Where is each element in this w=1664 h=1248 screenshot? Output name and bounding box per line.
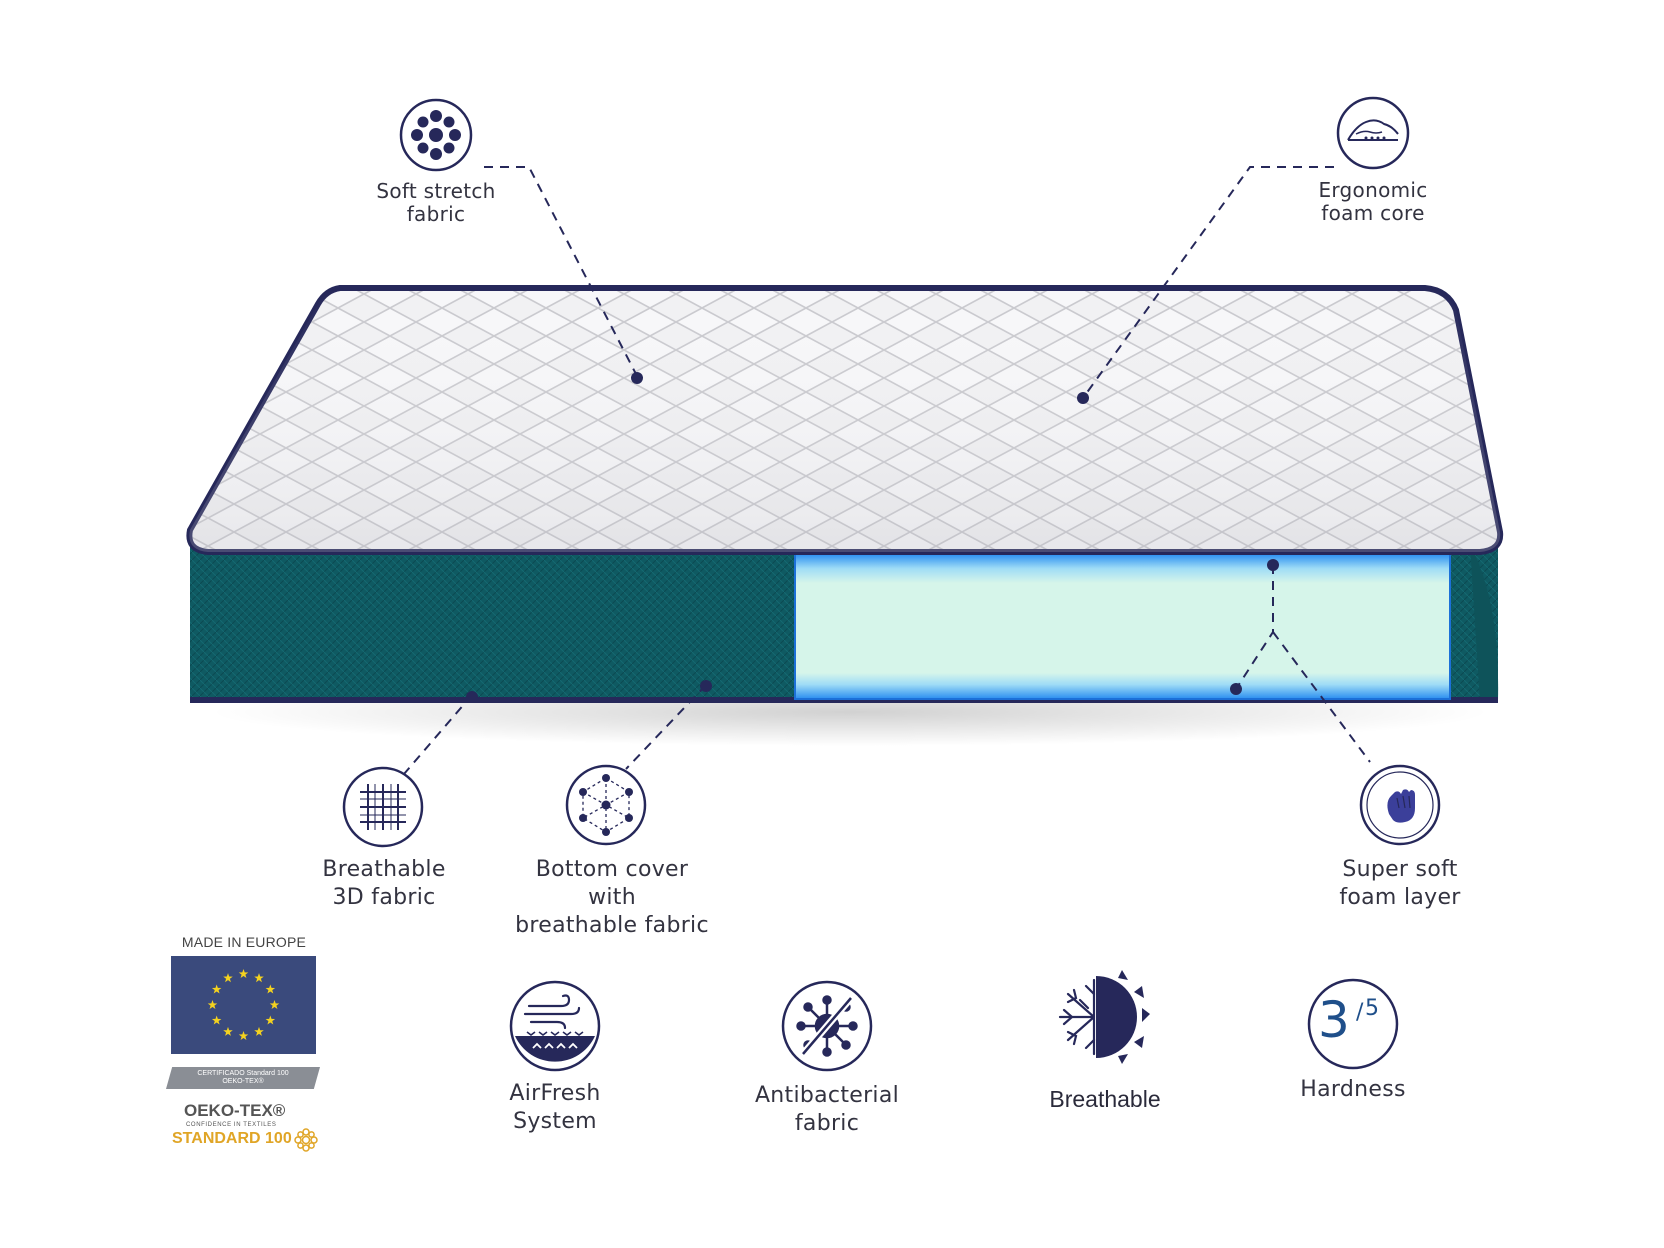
oeko-tex-tagline: CONFIDENCE IN TEXTILES — [186, 1122, 277, 1128]
breathable-3d-fabric-icon — [342, 766, 424, 848]
eu-star-icon — [211, 1015, 222, 1025]
eu-star-icon — [207, 1000, 218, 1010]
eu-star-icon — [238, 969, 249, 979]
breathable-label: Breathable — [1049, 1086, 1161, 1112]
leader-lines — [403, 166, 1371, 775]
eu-star-icon — [269, 1000, 280, 1010]
eu-star-icon — [265, 984, 276, 994]
certificado-brand: OEKO-TEX® — [222, 1078, 264, 1085]
hardness-icon — [1307, 978, 1399, 1070]
bottom-cover-icon — [565, 764, 647, 846]
soft-stretch-fabric-icon — [399, 98, 473, 172]
oeko-tex-brand: OEKO-TEX® — [184, 1101, 286, 1120]
ergonomic-foam-core-icon — [1336, 96, 1410, 170]
eu-star-icon — [238, 1031, 249, 1041]
oeko-tex-flower-icon — [293, 1127, 319, 1157]
eu-star-icon — [254, 973, 264, 983]
foam-cross-section — [795, 554, 1450, 699]
hardness-value: 3 — [1318, 991, 1350, 1049]
leader-dots — [466, 372, 1279, 703]
eu-flag — [171, 956, 316, 1058]
antibacterial-icon — [781, 980, 873, 1072]
hardness-label: Hardness — [1300, 1077, 1406, 1102]
certificado-text: CERTIFICADO Standard 100 — [197, 1070, 289, 1077]
certificado-ribbon: CERTIFICADO Standard 100 OEKO-TEX® — [166, 1067, 320, 1089]
eu-star-icon — [223, 973, 233, 983]
standard-100-label: STANDARD 100 — [172, 1130, 292, 1147]
super-soft-foam-layer-icon — [1359, 764, 1441, 846]
eu-star-icon — [265, 1015, 276, 1025]
eu-star-icon — [254, 1026, 264, 1036]
airfresh-icon — [509, 980, 601, 1072]
eu-star-icon — [211, 984, 222, 994]
hardness-max: 5 — [1365, 996, 1379, 1021]
breathable-icon — [1046, 964, 1154, 1070]
eu-star-icon — [223, 1026, 233, 1036]
made-in-europe-label: MADE IN EUROPE — [181, 934, 307, 950]
hardness-slash: / — [1356, 1000, 1364, 1025]
